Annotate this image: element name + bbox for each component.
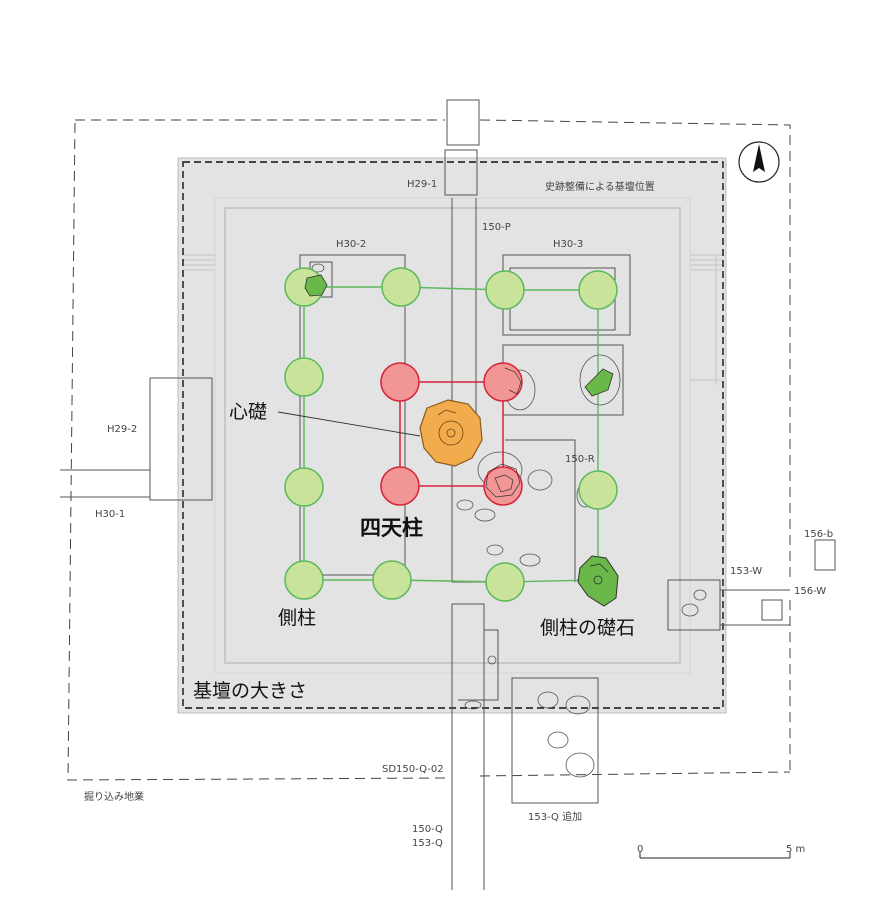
side-pillar bbox=[578, 470, 618, 510]
side-pillar-stone bbox=[584, 368, 614, 397]
shinso-leader-line bbox=[277, 411, 421, 437]
label-150-q: 150-Q bbox=[412, 824, 443, 835]
label-153-q: 153-Q bbox=[412, 838, 443, 849]
side-pillar bbox=[372, 560, 412, 600]
label-153-q-add: 153-Q 追加 bbox=[528, 810, 582, 823]
stair-hatching bbox=[182, 254, 722, 385]
shitenbashira-pillar bbox=[483, 362, 523, 402]
label-sd150: SD150-Q-02 bbox=[382, 764, 444, 775]
label-h29-2: H29-2 bbox=[107, 424, 137, 435]
cornerstone-detail bbox=[589, 563, 609, 585]
label-h30-2: H30-2 bbox=[336, 239, 366, 250]
side-pillar bbox=[284, 467, 324, 507]
side-pillar bbox=[485, 270, 525, 310]
scale-bar bbox=[639, 852, 791, 859]
label-153-w: 153-W bbox=[730, 566, 762, 577]
label-h30-1: H30-1 bbox=[95, 509, 125, 520]
pillar-grid-lines bbox=[303, 286, 599, 583]
label-150-p: 150-P bbox=[482, 222, 511, 233]
label-shiseki-position: 史跡整備による基壇位置 bbox=[545, 180, 655, 193]
side-pillar bbox=[381, 267, 421, 307]
label-150-r: 150-R bbox=[565, 454, 595, 465]
callout-gawabashira-soseki: 側柱の礎石 bbox=[540, 617, 635, 639]
label-156-w: 156-W bbox=[794, 586, 826, 597]
north-arrow-icon bbox=[738, 141, 780, 183]
side-pillar bbox=[578, 270, 618, 310]
label-horikomi: 掘り込み地業 bbox=[84, 790, 144, 803]
label-156-b: 156-b bbox=[804, 529, 833, 540]
side-pillars bbox=[284, 267, 618, 602]
central-stone-detail bbox=[437, 409, 464, 446]
callout-gawabashira: 側柱 bbox=[278, 607, 316, 629]
label-h30-3: H30-3 bbox=[553, 239, 583, 250]
side-pillar bbox=[284, 357, 324, 397]
central-foundation-stone bbox=[419, 399, 483, 467]
label-h29-1: H29-1 bbox=[407, 179, 437, 190]
side-pillar-cornerstone bbox=[577, 555, 619, 607]
callout-shitenbashira: 四天柱 bbox=[360, 516, 423, 540]
scale-label-0: 0 bbox=[637, 844, 643, 855]
callout-kidan-size: 基壇の大きさ bbox=[193, 680, 307, 702]
shitenbashira-pillar bbox=[380, 466, 420, 506]
side-pillar bbox=[284, 560, 324, 600]
side-pillar bbox=[485, 562, 525, 602]
shitenbashira-pillar bbox=[380, 362, 420, 402]
callout-shinso: 心礎 bbox=[229, 401, 267, 423]
platform-dashed-outline bbox=[182, 161, 724, 709]
shitenbashira-stone-detail bbox=[485, 367, 522, 498]
excavation-boundary bbox=[67, 119, 791, 781]
scale-label-5m: 5 m bbox=[786, 844, 805, 855]
shitenbashira-pillar bbox=[483, 466, 523, 506]
side-pillar-stone bbox=[304, 274, 328, 297]
